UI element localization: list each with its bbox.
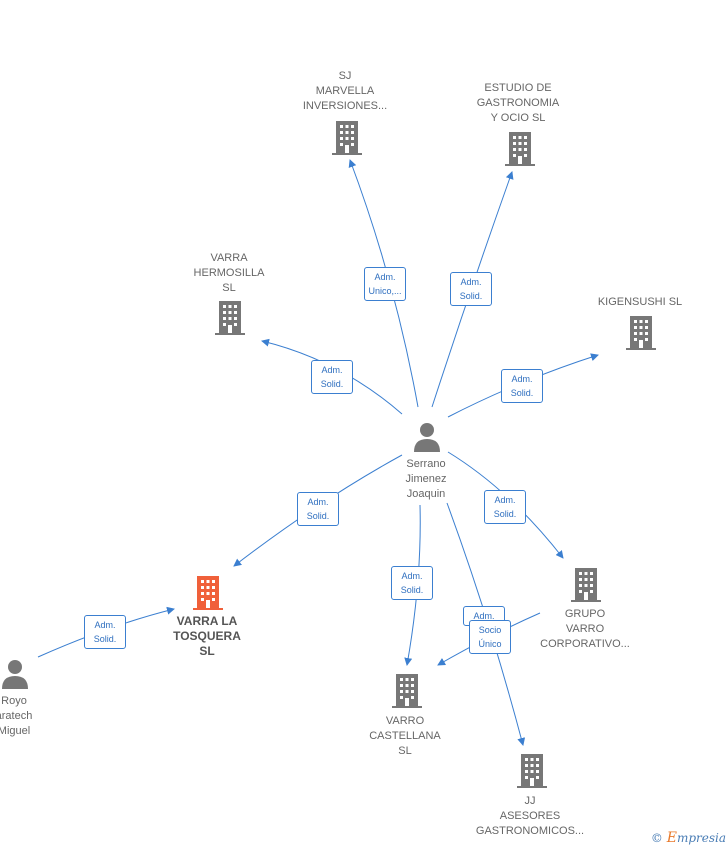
- node-castellana-label: VARRO CASTELLANA SL: [369, 715, 441, 757]
- building-icon[interactable]: [571, 568, 601, 602]
- node-hermosilla-label: VARRA HERMOSILLA SL: [193, 252, 265, 294]
- building-icon[interactable]: [392, 674, 422, 708]
- building-icon-highlighted[interactable]: [193, 576, 223, 610]
- edge-label-royo[interactable]: Adm. Solid.: [84, 615, 126, 649]
- node-kigen-label: KIGENSUSHI SL: [597, 296, 683, 308]
- edge-label-grupo-castellana[interactable]: Socio Único: [469, 620, 511, 654]
- edge-label-hermosilla[interactable]: Adm. Solid.: [311, 360, 353, 394]
- person-icon[interactable]: [413, 422, 441, 452]
- node-sj-label: SJ MARVELLA INVERSIONES...: [302, 70, 388, 112]
- edge-label-tosquera[interactable]: Adm. Solid.: [297, 492, 339, 526]
- node-royo-label: Royo aratech Miguel: [0, 695, 33, 737]
- node-tosquera-label: VARRA LA TOSQUERA SL: [173, 614, 241, 658]
- building-icon[interactable]: [215, 301, 245, 335]
- building-icon[interactable]: [505, 132, 535, 166]
- edge-label-sj[interactable]: Adm. Unico,...: [364, 267, 406, 301]
- node-jj-label: JJ ASESORES GASTRONOMICOS...: [475, 795, 585, 837]
- brand-initial: E: [666, 830, 677, 846]
- edge-label-kigen[interactable]: Adm. Solid.: [501, 369, 543, 403]
- empresia-logo: © Empresia: [651, 830, 726, 846]
- building-icon[interactable]: [332, 121, 362, 155]
- edge-label-castellana[interactable]: Adm. Solid.: [391, 566, 433, 600]
- person-icon[interactable]: [1, 659, 29, 689]
- edge-label-estudio[interactable]: Adm. Solid.: [450, 272, 492, 306]
- node-estudio-label: ESTUDIO DE GASTRONOMIA Y OCIO SL: [476, 82, 560, 124]
- edge-label-grupo[interactable]: Adm. Solid.: [484, 490, 526, 524]
- building-icon[interactable]: [517, 754, 547, 788]
- brand-name: mpresia: [676, 831, 726, 845]
- building-icon[interactable]: [626, 316, 656, 350]
- copyright-symbol: ©: [650, 831, 663, 845]
- node-grupo-label: GRUPO VARRO CORPORATIVO...: [540, 608, 630, 650]
- node-serrano-label: Serrano Jimenez Joaquin: [405, 458, 447, 500]
